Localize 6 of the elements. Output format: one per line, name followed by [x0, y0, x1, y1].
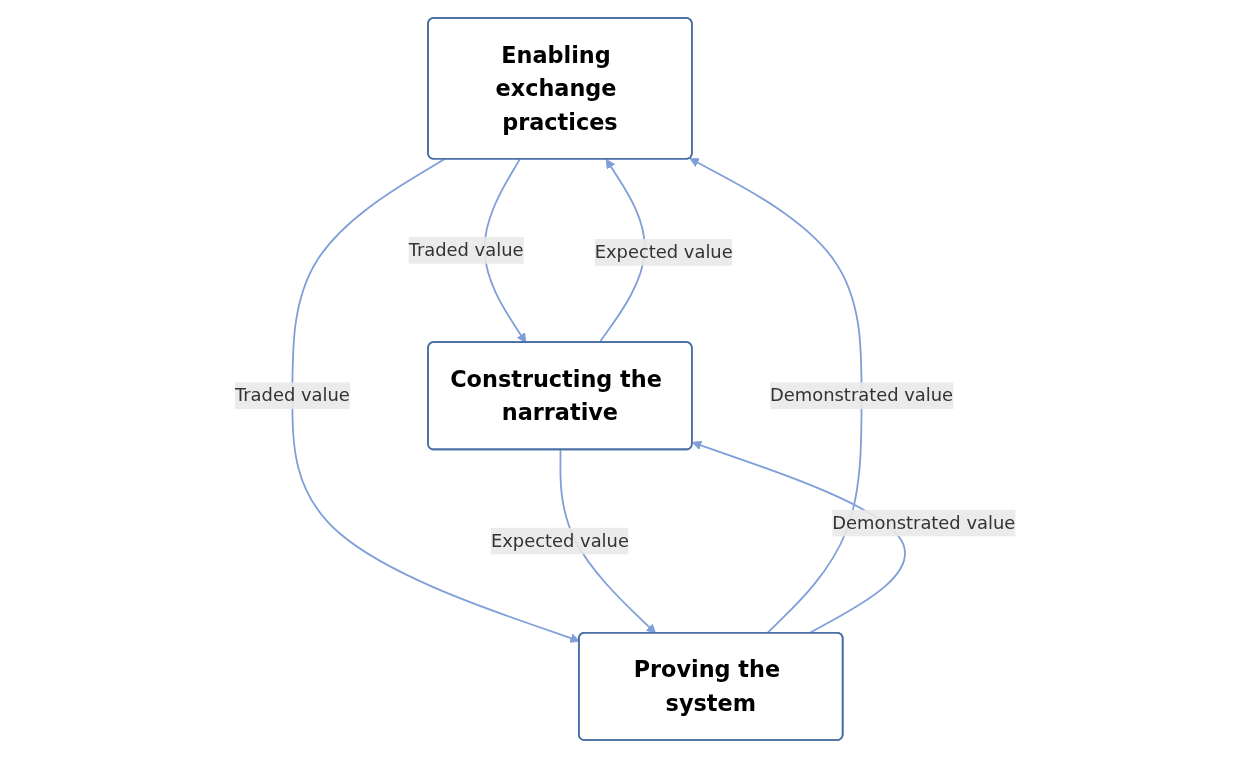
- edge-label: Demonstrated value: [769, 384, 953, 406]
- edge-label: Traded value: [234, 384, 350, 406]
- edge-label: Traded value: [408, 239, 524, 261]
- edge-label: Expected value: [594, 241, 733, 263]
- edge-label: Demonstrated value: [832, 511, 1016, 534]
- edge-label: Expected value: [490, 529, 629, 552]
